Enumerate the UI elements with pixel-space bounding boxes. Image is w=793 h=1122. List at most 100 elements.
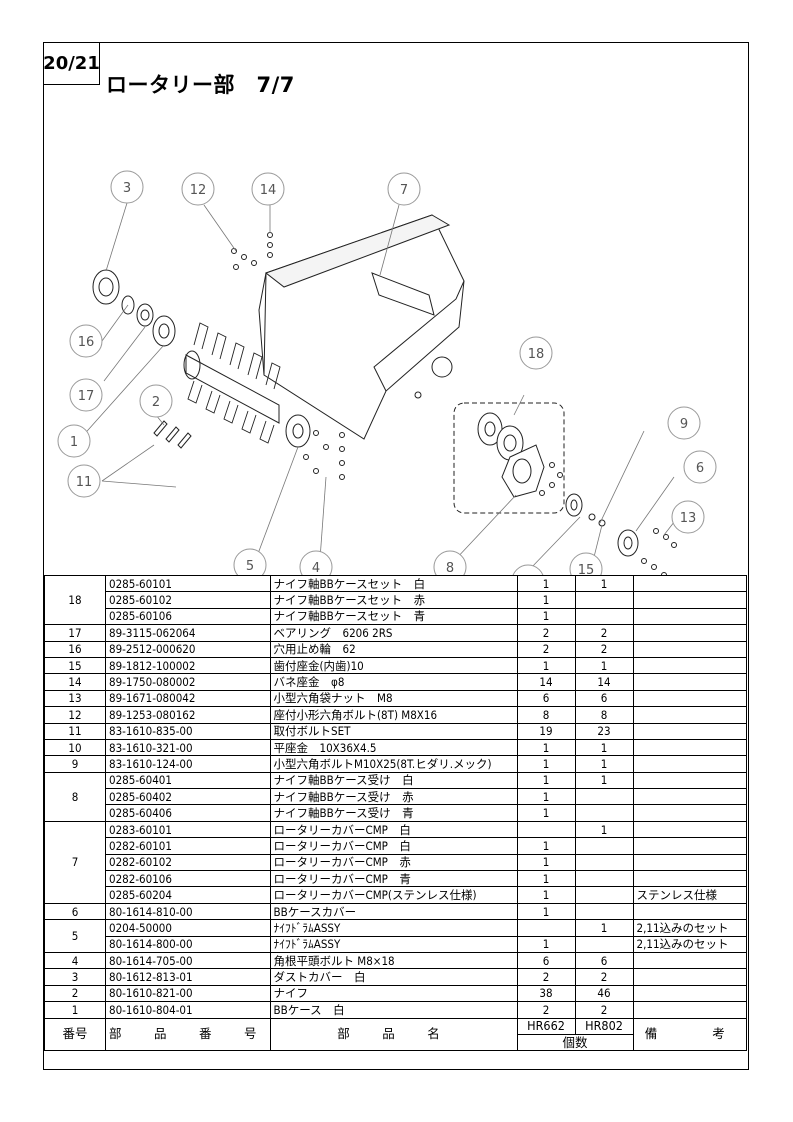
row-number: 15 [44, 656, 106, 675]
qty-hr662: 6 [516, 689, 576, 708]
remarks [632, 902, 748, 921]
callout-14 [251, 172, 285, 206]
callout-label: 3 [123, 181, 131, 196]
row-number: 7 [44, 820, 106, 904]
remarks [632, 1001, 748, 1019]
row-number: 3 [44, 968, 106, 986]
part-number: 0282-60106 [105, 870, 271, 888]
row-number: 9 [44, 755, 106, 773]
part-number: 80-1614-810-00 [105, 902, 271, 921]
callout-label: 1 [70, 435, 78, 450]
remarks: ステンレス仕様 [632, 886, 748, 904]
qty-hr802: 1 [574, 820, 634, 839]
part-name: ナイフ軸BBケース受け 青 [269, 804, 518, 822]
qty-hr802: 2 [574, 1001, 634, 1019]
remarks [632, 656, 748, 675]
remarks: 2,11込みのセット [632, 919, 748, 937]
part-name: BBケースカバー [269, 902, 518, 921]
part-name: ベアリング 6206 2RS [269, 624, 518, 642]
part-name: ナイフ軸BBケースセット 白 [269, 574, 518, 593]
row-number: 12 [44, 706, 106, 724]
header-name: 部 品 名 [269, 1017, 518, 1052]
remarks [632, 771, 748, 790]
callout-18 [519, 336, 553, 370]
qty-hr662: 1 [516, 607, 576, 626]
part-name: 座付小形六角ボルト(8T) M8X16 [269, 706, 518, 724]
qty-hr802: 2 [574, 640, 634, 658]
remarks [632, 755, 748, 773]
callout-16 [69, 324, 103, 358]
remarks [632, 673, 748, 691]
part-name: BBケース 白 [269, 1001, 518, 1019]
part-number: 80-1614-800-00 [105, 935, 271, 953]
part-number: 0285-60204 [105, 886, 271, 904]
callout-label: 16 [78, 335, 95, 350]
qty-hr802: 1 [574, 574, 634, 593]
header-qty: 個数 [516, 1033, 634, 1052]
qty-hr662: 2 [516, 640, 576, 658]
table-header: 番号 部 品 番 号 部 品 名 HR662 HR802 備 考 [44, 1017, 748, 1052]
callout-8 [433, 550, 467, 575]
part-number: 80-1612-813-01 [105, 968, 271, 986]
remarks [632, 706, 748, 724]
callout-17 [69, 378, 103, 412]
qty-hr662: 1 [516, 804, 576, 822]
row-number: 5 [44, 919, 106, 953]
callout-13 [671, 500, 705, 534]
part-number: 80-1610-804-01 [105, 1001, 271, 1019]
callout-12 [181, 172, 215, 206]
qty-hr802: 6 [574, 689, 634, 708]
part-number: 83-1610-835-00 [105, 722, 271, 740]
callout-label: 2 [152, 395, 160, 410]
qty-hr802: 8 [574, 706, 634, 724]
part-name: 穴用止め輪 62 [269, 640, 518, 658]
qty-hr802: 23 [574, 722, 634, 740]
qty-hr802: 2 [574, 968, 634, 986]
part-name: 取付ボルトSET [269, 722, 518, 740]
remarks [632, 689, 748, 708]
header-model-1: HR662 [516, 1017, 576, 1035]
qty-hr802 [574, 853, 634, 872]
part-number: 0282-60101 [105, 837, 271, 855]
qty-hr802 [574, 788, 634, 806]
part-name: 小型六角ボルトM10X25(8T.ヒダリ.メック) [269, 755, 518, 773]
part-number: 0283-60101 [105, 820, 271, 839]
qty-hr662: 2 [516, 1001, 576, 1019]
part-number: 80-1610-821-00 [105, 984, 271, 1003]
callout-label: 14 [260, 183, 277, 198]
remarks [632, 574, 748, 593]
callout-10 [512, 564, 544, 575]
row-number: 6 [44, 902, 106, 921]
part-name: ナイフ軸BBケースセット 赤 [269, 591, 518, 609]
qty-hr662: 1 [516, 853, 576, 872]
callout-7 [387, 172, 421, 206]
part-number: 89-1812-100002 [105, 656, 271, 675]
qty-hr662: 1 [516, 656, 576, 675]
remarks [632, 837, 748, 855]
callout-label: 13 [680, 511, 697, 526]
part-number: 83-1610-124-00 [105, 755, 271, 773]
callout-4 [299, 550, 333, 575]
remarks [632, 607, 748, 626]
qty-hr662: 19 [516, 722, 576, 740]
qty-hr802: 1 [574, 919, 634, 937]
remarks [632, 640, 748, 658]
remarks: 2,11込みのセット [632, 935, 748, 953]
part-number: 0285-60102 [105, 591, 271, 609]
callout-9 [667, 406, 701, 440]
qty-hr802 [574, 804, 634, 822]
callout-label: 9 [680, 417, 688, 432]
qty-hr662: 1 [516, 886, 576, 904]
qty-hr802: 1 [574, 738, 634, 757]
part-name: 角根平頭ボルト M8×18 [269, 951, 518, 970]
callout-label: 6 [696, 461, 704, 476]
